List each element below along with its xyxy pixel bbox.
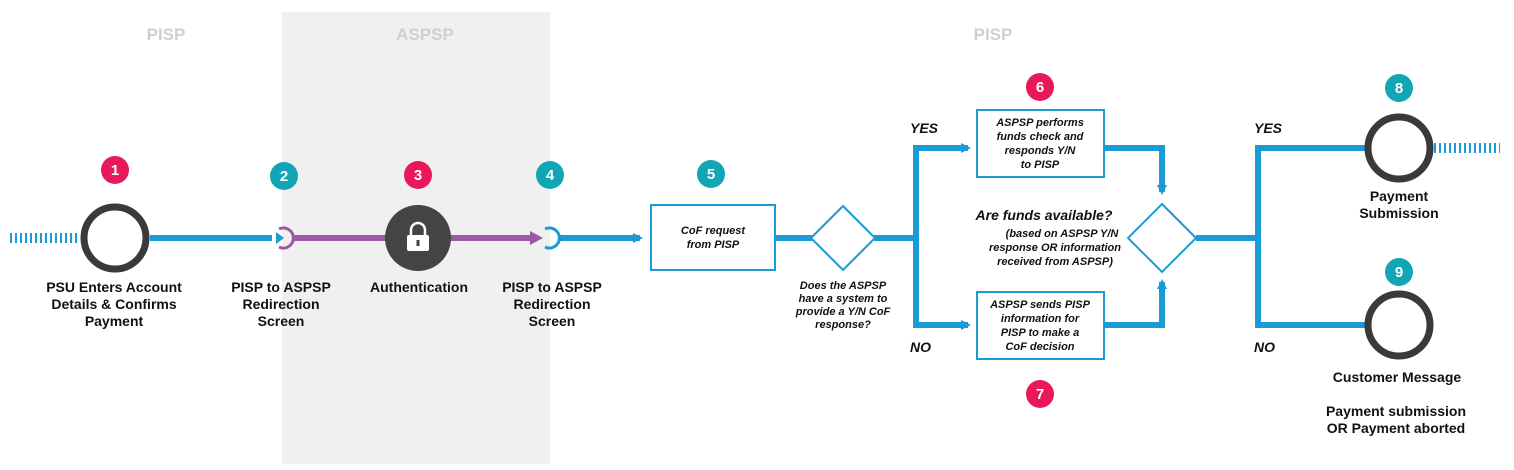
step-1-label-line-2: Details & Confirms xyxy=(51,296,176,312)
step-7-box-line-3: PISP to make a xyxy=(1001,327,1079,339)
decision-1-question-line-1: Does the ASPSP xyxy=(800,280,887,292)
step-2-label-line-2: Redirection xyxy=(242,296,319,312)
decision-2-detail-line-2: response OR information xyxy=(989,242,1121,254)
decision-1-yes-label: YES xyxy=(910,120,939,136)
step-2-number: 2 xyxy=(280,168,288,185)
step-8-label-line-1: Payment xyxy=(1370,188,1429,204)
step-5-number: 5 xyxy=(707,166,715,183)
decision-1-question-line-4: response? xyxy=(815,319,871,331)
decision-1-no-label: NO xyxy=(910,339,931,355)
step-7-badge: 7 xyxy=(1026,380,1054,408)
flow-7-to-d2 xyxy=(1104,279,1167,328)
decision-1-question-line-2: have a system to xyxy=(799,293,888,305)
step-2-redirect-icon xyxy=(278,226,295,250)
step-7-box-line-4: CoF decision xyxy=(1005,341,1074,353)
step-6-box-line-3: responds Y/N xyxy=(1005,145,1077,157)
step-5-badge: 5 xyxy=(697,160,725,188)
flow-branch-yes-1 xyxy=(913,143,971,241)
step-2-label-line-1: PISP to ASPSP xyxy=(231,279,331,295)
step-6-badge: 6 xyxy=(1026,73,1054,101)
step-4-number: 4 xyxy=(546,167,555,184)
step-8-circle xyxy=(1364,113,1434,183)
step-9-badge: 9 xyxy=(1385,258,1413,286)
step-4-label-line-3: Screen xyxy=(529,313,576,329)
step-9-sublabel-line-2: OR Payment aborted xyxy=(1327,420,1465,436)
step-5-box-line-2: from PISP xyxy=(687,239,740,251)
step-1-number: 1 xyxy=(111,162,119,179)
step-2-badge: 2 xyxy=(270,162,298,190)
step-4-label-line-2: Redirection xyxy=(513,296,590,312)
step-3-label: Authentication xyxy=(370,279,468,295)
step-5-box-line-1: CoF request xyxy=(681,225,747,237)
step-2-label-line-3: Screen xyxy=(258,313,305,329)
step-1-badge: 1 xyxy=(101,156,129,184)
step-4-badge: 4 xyxy=(536,161,564,189)
step-3-badge: 3 xyxy=(404,161,432,189)
decision-2-no-label: NO xyxy=(1254,339,1275,355)
lock-icon xyxy=(407,221,429,251)
step-7-box-line-2: information for xyxy=(1001,313,1080,325)
step-6-box-line-1: ASPSP performs xyxy=(995,117,1084,129)
step-1-circle xyxy=(80,203,150,273)
zone-label-pisp-left: PISP xyxy=(147,25,186,44)
step-7-box xyxy=(976,291,1105,360)
step-8-number: 8 xyxy=(1395,80,1403,97)
step-6-box-line-2: funds check and xyxy=(997,131,1084,143)
step-6-box xyxy=(976,109,1105,178)
flow-branch-no-2 xyxy=(1255,235,1366,328)
step-2-arrow-icon xyxy=(276,232,284,244)
step-1-label-line-1: PSU Enters Account xyxy=(46,279,182,295)
step-8-badge: 8 xyxy=(1385,74,1413,102)
decision-2-question: Are funds available? xyxy=(975,207,1113,223)
step-7-box-line-1: ASPSP sends PISP xyxy=(989,299,1091,311)
flow-branch-no-1 xyxy=(913,235,971,330)
flow-arrowhead-3-4 xyxy=(530,231,543,245)
zone-label-pisp-right: PISP xyxy=(974,25,1013,44)
step-7-number: 7 xyxy=(1036,386,1044,403)
flow-branch-yes-2 xyxy=(1255,145,1366,241)
step-5-box xyxy=(650,204,776,271)
decision-2-detail-line-1: (based on ASPSP Y/N xyxy=(1006,228,1120,240)
step-9-circle xyxy=(1364,290,1434,360)
step-6-box-line-4: to PISP xyxy=(1021,159,1060,171)
zone-label-aspsp: ASPSP xyxy=(396,25,454,44)
step-4-redirect-icon xyxy=(544,226,561,250)
step-8-label-line-2: Submission xyxy=(1359,205,1438,221)
step-9-number: 9 xyxy=(1395,264,1403,281)
step-4-label-line-1: PISP to ASPSP xyxy=(502,279,602,295)
flow-6-to-d2 xyxy=(1104,145,1167,195)
step-6-number: 6 xyxy=(1036,79,1044,96)
decision-2-yes-label: YES xyxy=(1254,120,1283,136)
decision-2-diamond xyxy=(1126,202,1198,274)
decision-2-detail-line-3: received from ASPSP) xyxy=(997,256,1113,268)
step-3-number: 3 xyxy=(414,167,422,184)
step-1-label-line-3: Payment xyxy=(85,313,144,329)
step-9-sublabel-line-1: Payment submission xyxy=(1326,403,1466,419)
decision-1-question-line-3: provide a Y/N CoF xyxy=(795,306,891,318)
step-9-label: Customer Message xyxy=(1333,369,1462,385)
decision-1-diamond xyxy=(809,204,877,272)
